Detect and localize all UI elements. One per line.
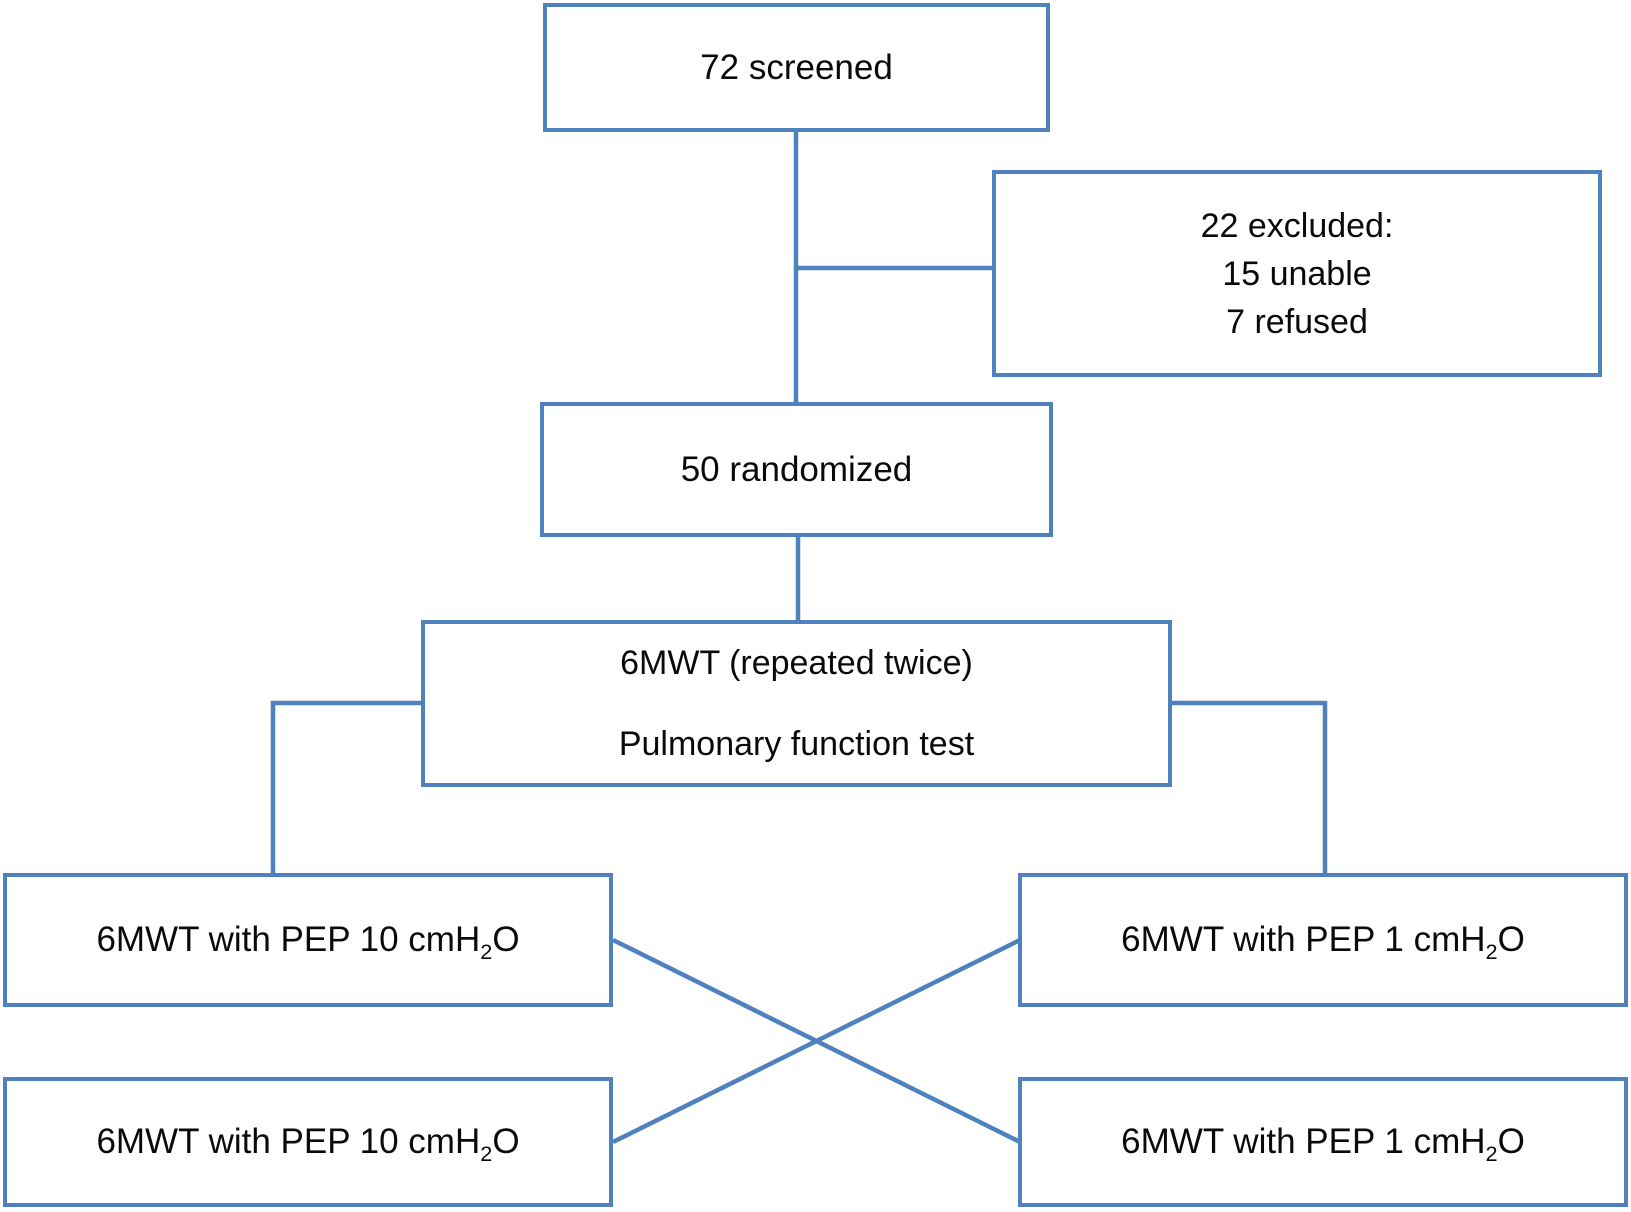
connector-assessment-to-pep1-test1 bbox=[1172, 700, 1328, 875]
subscript-2: 2 bbox=[1485, 938, 1498, 964]
node-excluded-label: 22 excluded: 15 unable 7 refused bbox=[1201, 202, 1394, 346]
node-pep10-test2-label: 6MWT with PEP 10 cmH2O bbox=[96, 1122, 520, 1166]
node-assessment-label: 6MWT (repeated twice) Pulmonary function… bbox=[619, 623, 974, 785]
excluded-line-3: 7 refused bbox=[1226, 302, 1368, 341]
crossover-pep1-to-pep10 bbox=[611, 937, 1022, 1145]
assessment-line-2: Pulmonary function test bbox=[618, 724, 975, 763]
subscript-2: 2 bbox=[480, 1140, 493, 1166]
node-pep1-test2-label: 6MWT with PEP 1 cmH2O bbox=[1121, 1122, 1525, 1166]
connector-assessment-to-pep10-test1 bbox=[270, 700, 421, 875]
subscript-2: 2 bbox=[480, 938, 493, 964]
assessment-line-1: 6MWT (repeated twice) bbox=[620, 643, 973, 682]
node-pep1-test1-label: 6MWT with PEP 1 cmH2O bbox=[1121, 920, 1525, 964]
node-pep10-test2: 6MWT with PEP 10 cmH2O bbox=[3, 1077, 613, 1207]
node-excluded: 22 excluded: 15 unable 7 refused bbox=[992, 170, 1602, 377]
node-screened-label: 72 screened bbox=[700, 47, 893, 87]
node-screened: 72 screened bbox=[543, 3, 1050, 132]
node-pep1-test2: 6MWT with PEP 1 cmH2O bbox=[1018, 1077, 1628, 1207]
excluded-line-1: 22 excluded: bbox=[1200, 206, 1394, 245]
node-pep10-test1-label: 6MWT with PEP 10 cmH2O bbox=[96, 920, 520, 964]
excluded-line-2: 15 unable bbox=[1222, 254, 1372, 293]
node-randomized-label: 50 randomized bbox=[680, 449, 913, 489]
node-pep10-test1: 6MWT with PEP 10 cmH2O bbox=[3, 873, 613, 1007]
node-randomized: 50 randomized bbox=[540, 402, 1053, 537]
subscript-2: 2 bbox=[1485, 1140, 1498, 1166]
node-pep1-test1: 6MWT with PEP 1 cmH2O bbox=[1018, 873, 1628, 1007]
node-assessment: 6MWT (repeated twice) Pulmonary function… bbox=[421, 620, 1172, 787]
